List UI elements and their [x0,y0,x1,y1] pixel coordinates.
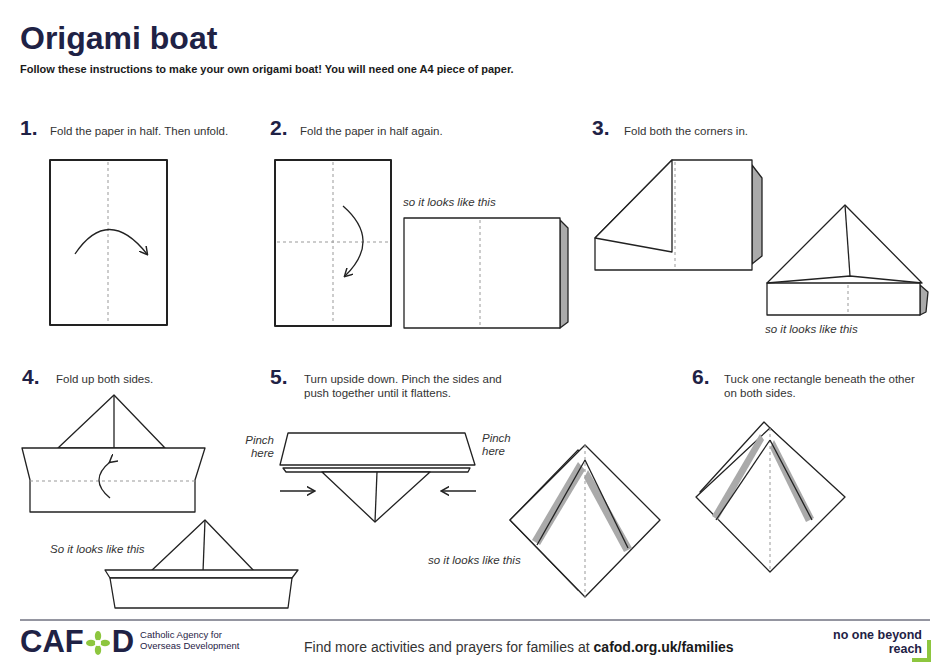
step-text: Fold both the corners in. [624,124,748,138]
step3-fold-part [595,160,752,270]
step6-diamond [696,422,845,572]
logo-letters: D [112,626,134,657]
step5-result-diamond-part [585,445,586,597]
step-text: Tuck one rectangle beneath the other on … [724,372,919,401]
result-note: so it looks like this [403,195,496,209]
step-number: 3. [592,115,610,141]
footer-text: Find more activities and prayers for fam… [304,639,590,657]
step4-result-boat-part [110,578,292,608]
step3-fold-part [675,162,676,268]
step3-result-part [845,205,850,276]
footer-rule [20,620,930,621]
step5-pinch-part [322,472,430,522]
cafod-flower-logo-part-part [86,639,96,645]
step5-pinch-part [375,472,377,522]
step2-result-part [480,220,481,326]
step-number: 5. [270,364,288,390]
step3-fold [595,160,762,270]
step2-result-part [404,218,560,328]
step3-fold-part [595,160,672,252]
step3-result-part [848,285,849,313]
step2-result [404,218,568,328]
step1-paper [50,160,167,325]
step3-result-part [920,285,928,315]
step-text: Fold the paper in half. Then unfold. [50,124,228,138]
step-text: Turn upside down. Pinch the sides and pu… [304,372,509,401]
step6-diamond-part [716,440,770,520]
logo-letters: CAF [20,626,84,657]
step4-result-boat-part [105,570,298,578]
step2-paper [275,160,391,326]
result-note: So it looks like this [50,542,145,556]
step4-fold-part [58,395,165,448]
result-note: so it looks like this [428,553,521,567]
step6-diamond-part [712,434,764,520]
step4-fold-part [99,462,110,498]
step-number: 1. [20,115,38,141]
step-text: Fold the paper in half again. [300,124,443,138]
step5-pinch-part [280,433,475,465]
step4-fold [22,395,205,512]
cafod-flower-logo-part-part [100,639,110,645]
cafod-flower-logo-part-part [95,640,101,646]
step4-result-boat-part [203,520,205,572]
origami-illustrations-part [20,160,930,660]
step2-paper-part [275,160,391,326]
result-note: so it looks like this [765,322,858,336]
step5-result-diamond-part [585,460,628,548]
slogan: no one beyond reach [808,628,922,657]
step-text: Fold up both sides. [56,372,153,386]
cafod-flower-logo-part-part [95,645,101,655]
step5-result-diamond-part [537,460,585,545]
step3-result-part [767,283,920,315]
step3-result [767,205,928,315]
step2-result-part [560,220,568,328]
step4-fold-part [22,448,205,512]
step2-paper-part [333,162,334,324]
step3-fold-part [752,165,762,264]
step1-paper-part [50,160,167,325]
step6-diamond-part [770,428,771,572]
step4-fold-part [113,395,114,448]
step5-pinch [280,433,476,522]
step6-diamond-part [696,428,845,572]
subtitle: Follow these instructions to make your o… [20,63,514,77]
step5-result-diamond-part [510,445,660,597]
logo-tagline: Catholic Agency for Overseas Development [140,630,258,652]
step5-pinch-part [442,490,476,491]
step3-result-part [767,205,922,283]
page-title: Origami boat [20,18,217,58]
step2-paper-part [277,242,389,243]
step4-fold-part [30,481,195,482]
cafod-flower-logo [86,631,110,655]
step4-result-boat [105,520,298,608]
step4-result-boat-part [150,520,255,572]
step6-diamond-part [770,440,814,522]
step1-paper-part [75,230,147,255]
step5-result-diamond [510,445,660,597]
pinch-note: Pinch here [482,432,522,458]
cafod-flower-logo-part-part [95,631,101,641]
step-number: 6. [692,364,710,390]
step5-pinch-part [280,490,314,491]
step-number: 2. [270,115,288,141]
step6-diamond-part [770,440,812,520]
step1-paper-part [108,162,109,323]
cafod-flower-logo-part [86,631,110,655]
footer-link: cafod.org.uk/families [594,639,734,657]
step5-result-diamond-part [584,470,632,552]
step2-paper-part [343,206,363,276]
step-number: 4. [22,364,40,390]
pinch-note: Pinch here [236,434,274,460]
